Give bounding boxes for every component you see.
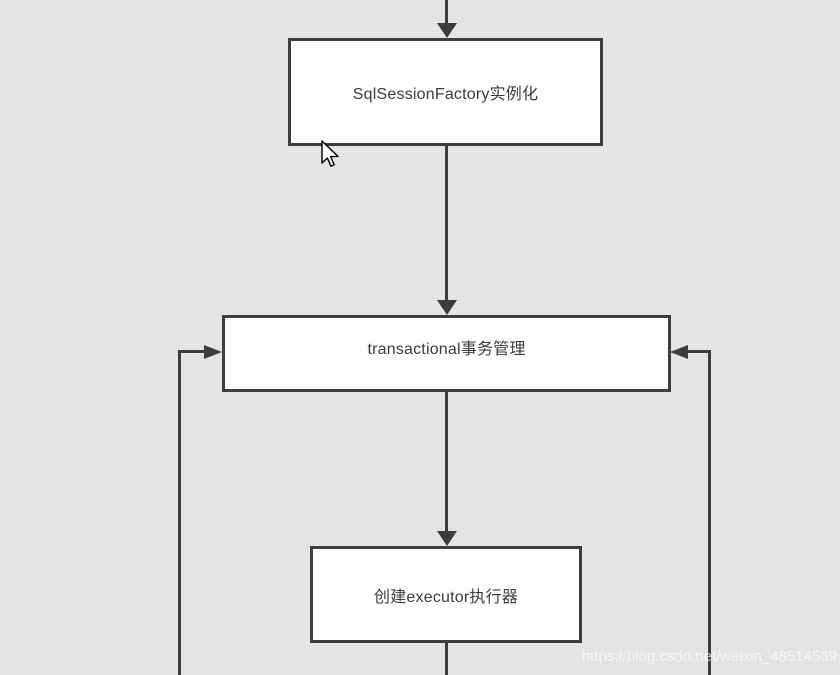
feedback-left-horizontal-line [178, 350, 206, 353]
arrowhead-down-icon [437, 531, 457, 546]
mouse-cursor-icon [321, 140, 339, 167]
connector-node2-node3-line [445, 392, 448, 532]
arrowhead-right-icon [204, 345, 222, 359]
node-label: 创建executor执行器 [374, 588, 518, 606]
feedback-left-vertical-line [178, 351, 181, 675]
node-create-executor: 创建executor执行器 [310, 546, 582, 643]
feedback-right-horizontal-line [686, 350, 711, 353]
feedback-right-vertical-line [708, 351, 711, 675]
csdn-watermark: https://blog.csdn.net/weixin_48514539 [581, 648, 837, 665]
node-label: transactional事务管理 [367, 340, 526, 358]
connector-outflow-line [445, 643, 448, 675]
arrowhead-down-icon [437, 300, 457, 315]
connector-inflow-line [445, 0, 448, 24]
arrowhead-down-icon [437, 23, 457, 38]
node-sqlsessionfactory-instantiation: SqlSessionFactory实例化 [288, 38, 603, 146]
arrowhead-left-icon [670, 345, 688, 359]
node-transactional-management: transactional事务管理 [222, 315, 671, 392]
connector-node1-node2-line [445, 146, 448, 302]
node-label: SqlSessionFactory实例化 [352, 86, 539, 103]
